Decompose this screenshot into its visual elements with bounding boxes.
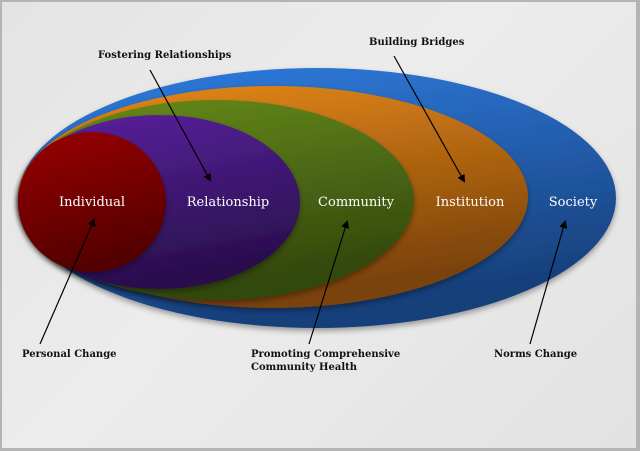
arrow-fostering: [149, 69, 211, 182]
arrow-bridges: [393, 55, 465, 183]
label-society: Society: [549, 195, 598, 210]
note-building-bridges: Building Bridges: [369, 37, 465, 48]
label-institution: Institution: [436, 195, 505, 210]
note-fostering-relationships: Fostering Relationships: [98, 50, 232, 61]
arrow-personal: [39, 218, 96, 345]
ring-individual: [18, 132, 166, 272]
note-promoting-line1: Promoting Comprehensive: [251, 349, 400, 360]
label-community: Community: [318, 195, 395, 210]
label-individual: Individual: [59, 195, 125, 210]
note-norms-change: Norms Change: [494, 349, 577, 360]
note-personal-change: Personal Change: [22, 349, 117, 360]
arrow-promoting: [308, 220, 350, 345]
note-promoting-line2: Community Health: [251, 362, 358, 373]
label-relationship: Relationship: [187, 195, 270, 210]
arrow-norms: [529, 220, 568, 345]
